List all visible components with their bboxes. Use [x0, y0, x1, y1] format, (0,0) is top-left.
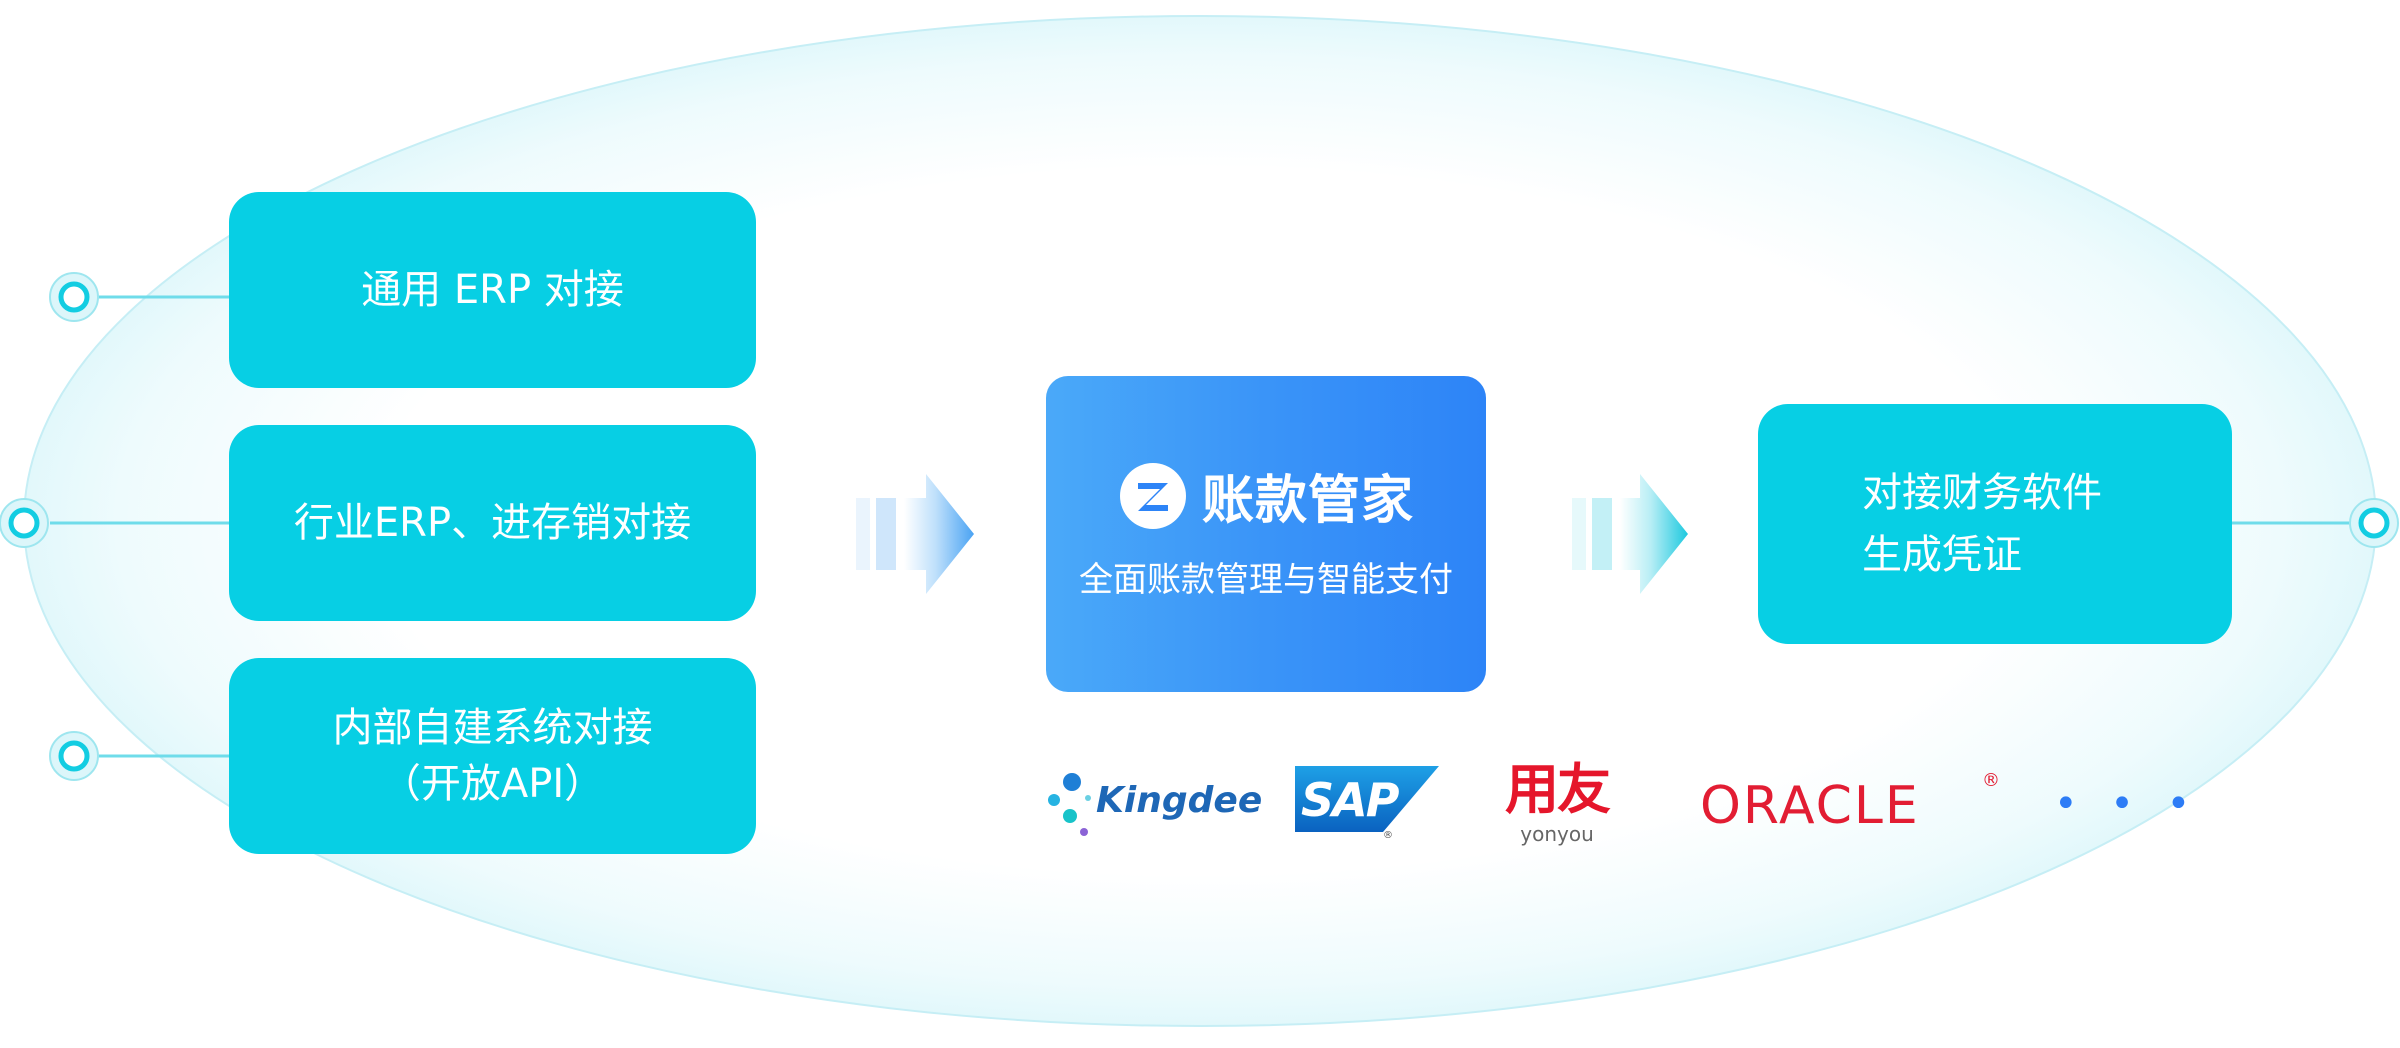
more-dots-icon: • • • — [2054, 781, 2201, 827]
sap-wordmark: SAP — [1301, 773, 1399, 827]
box-label: 对接财务软件 — [1862, 470, 2102, 516]
generic-erp-box: 通用 ERP 对接 — [229, 192, 756, 388]
z-logo-icon — [1119, 462, 1186, 529]
kingdee-wordmark: Kingdee — [1096, 780, 1263, 821]
kingdee-dots-icon — [1048, 773, 1091, 836]
box-label: 内部自建系统对接 — [332, 705, 653, 751]
yonyou-cn-wordmark: 用友 — [1505, 758, 1611, 821]
oracle-registered-mark: ® — [1982, 770, 2000, 791]
brand-row: 账款管家 — [1046, 458, 1486, 533]
brand-name: 账款管家 — [1201, 471, 1414, 531]
box-label: 生成凭证 — [1862, 532, 2022, 578]
flow-arrow-icon — [856, 474, 974, 594]
connector-node-icon — [0, 498, 49, 548]
oracle-logo: ORACLE ® — [1700, 770, 2000, 836]
box-label: 行业ERP、进存销对接 — [293, 500, 692, 546]
kingdee-logo: Kingdee — [1044, 770, 1262, 842]
box-label: 通用 ERP 对接 — [361, 267, 624, 313]
sap-logo: ® SAP — [1295, 766, 1439, 838]
connector-node-icon — [49, 272, 99, 322]
internal-system-box: 内部自建系统对接 （开放API） — [229, 658, 756, 854]
connector-node-icon — [2349, 498, 2399, 548]
svg-text:®: ® — [1383, 830, 1393, 838]
connector-node-icon — [49, 731, 99, 781]
oracle-wordmark: ORACLE — [1700, 776, 1920, 836]
brand-subtitle: 全面账款管理与智能支付 — [1079, 560, 1453, 600]
yonyou-en-wordmark: yonyou — [1520, 822, 1594, 846]
flow-arrow-icon — [1572, 474, 1688, 594]
industry-erp-box: 行业ERP、进存销对接 — [229, 425, 756, 621]
product-box: 账款管家 全面账款管理与智能支付 — [1046, 376, 1486, 692]
yonyou-logo: 用友 yonyou — [1497, 760, 1617, 852]
box-label: （开放API） — [380, 761, 605, 807]
finance-software-box: 对接财务软件 生成凭证 — [1758, 404, 2232, 644]
